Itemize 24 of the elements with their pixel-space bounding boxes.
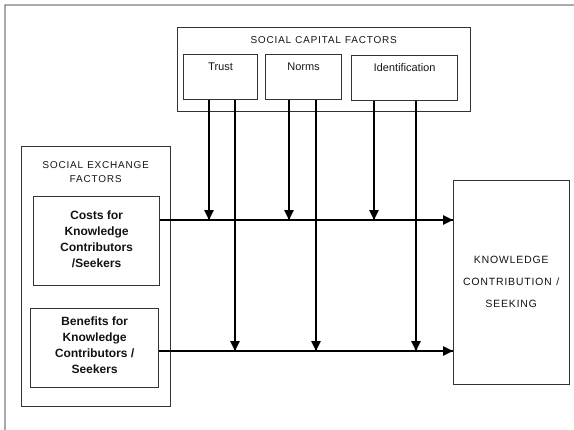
factor-box <box>33 196 160 286</box>
factor-label: Norms <box>286 61 321 73</box>
arrow <box>411 101 421 351</box>
group-box <box>177 27 471 112</box>
arrow <box>159 346 453 356</box>
factor-label: Identification <box>372 62 436 74</box>
factor-label: Benefits for Knowledge Contributors / Seekers <box>54 313 136 377</box>
group-heading: SOCIAL CAPITAL FACTORS <box>249 34 399 48</box>
factor-label: Costs for Knowledge Contributors /Seekers <box>59 207 134 271</box>
factor-label: Trust <box>207 61 234 73</box>
arrow <box>284 100 294 220</box>
factor-box <box>30 308 159 388</box>
arrow <box>369 101 379 220</box>
arrow <box>204 100 214 220</box>
factor-box <box>351 55 458 101</box>
factor-label: KNOWLEDGE CONTRIBUTION / SEEKING <box>462 253 561 312</box>
group-box <box>21 146 171 407</box>
outcome-box <box>453 180 570 385</box>
group-heading: SOCIAL EXCHANGE FACTORS <box>41 159 151 187</box>
arrow <box>311 100 321 351</box>
arrow <box>230 100 240 351</box>
factor-box <box>183 54 258 100</box>
factor-box <box>265 54 342 100</box>
arrow <box>160 215 453 225</box>
